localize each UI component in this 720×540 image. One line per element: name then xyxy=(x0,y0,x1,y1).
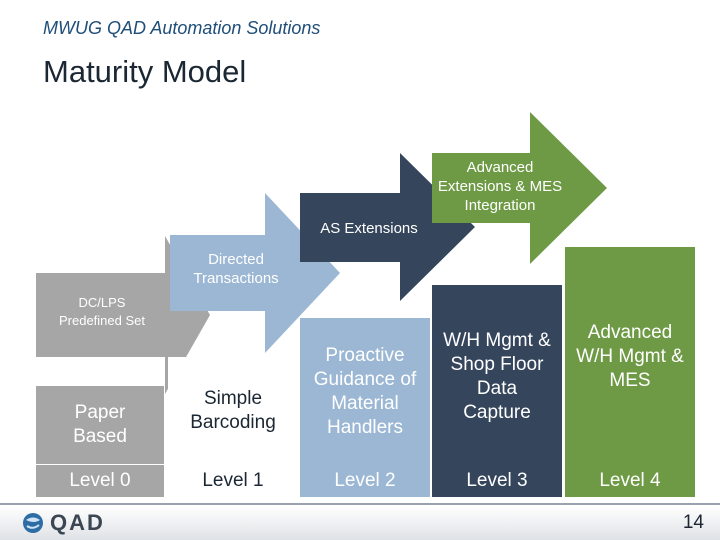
column-level-1: Simple Barcoding xyxy=(168,357,298,465)
presentation-subtitle: MWUG QAD Automation Solutions xyxy=(43,18,321,38)
arrow-label-advanced: Advanced Extensions & MES Integration xyxy=(437,159,563,214)
arrow-label-as-extensions: AS Extensions xyxy=(320,220,418,237)
column-text: Paper Based xyxy=(73,402,127,447)
footer-bar xyxy=(0,506,720,540)
column-text: Simple Barcoding xyxy=(190,388,276,433)
level-1-label: Level 1 xyxy=(168,465,298,497)
column-level-4: Advanced W/H Mgmt & MES xyxy=(565,247,695,465)
column-text: Proactive Guidance of Material Handlers xyxy=(313,344,417,438)
column-level-0: Paper Based xyxy=(36,386,164,464)
column-text: Advanced W/H Mgmt & MES xyxy=(576,322,684,391)
level-0-label: Level 0 xyxy=(36,465,164,497)
arrow-as-extensions xyxy=(300,153,475,301)
level-4-label: Level 4 xyxy=(565,465,695,497)
level-3-label: Level 3 xyxy=(432,465,562,497)
logo-text: QAD xyxy=(50,510,105,535)
globe-icon xyxy=(23,513,43,533)
arrow-advanced-extensions xyxy=(432,112,607,264)
arrow-label-directed: Directed Transactions xyxy=(193,251,279,287)
level-2-label: Level 2 xyxy=(300,465,430,497)
arrow-dc-lps xyxy=(36,236,210,394)
arrow-label-dc-lps: DC/LPS Predefined Set xyxy=(58,295,145,328)
page-number: 14 xyxy=(682,512,704,533)
slide-title: Maturity Model xyxy=(43,54,247,89)
column-text: W/H Mgmt & Shop Floor Data Capture xyxy=(443,330,551,423)
qad-logo: QAD xyxy=(22,510,105,536)
column-level-3: W/H Mgmt & Shop Floor Data Capture xyxy=(432,285,562,465)
footer-divider xyxy=(0,503,720,505)
column-level-2: Proactive Guidance of Material Handlers xyxy=(300,318,430,465)
arrow-directed-transactions xyxy=(170,193,340,353)
